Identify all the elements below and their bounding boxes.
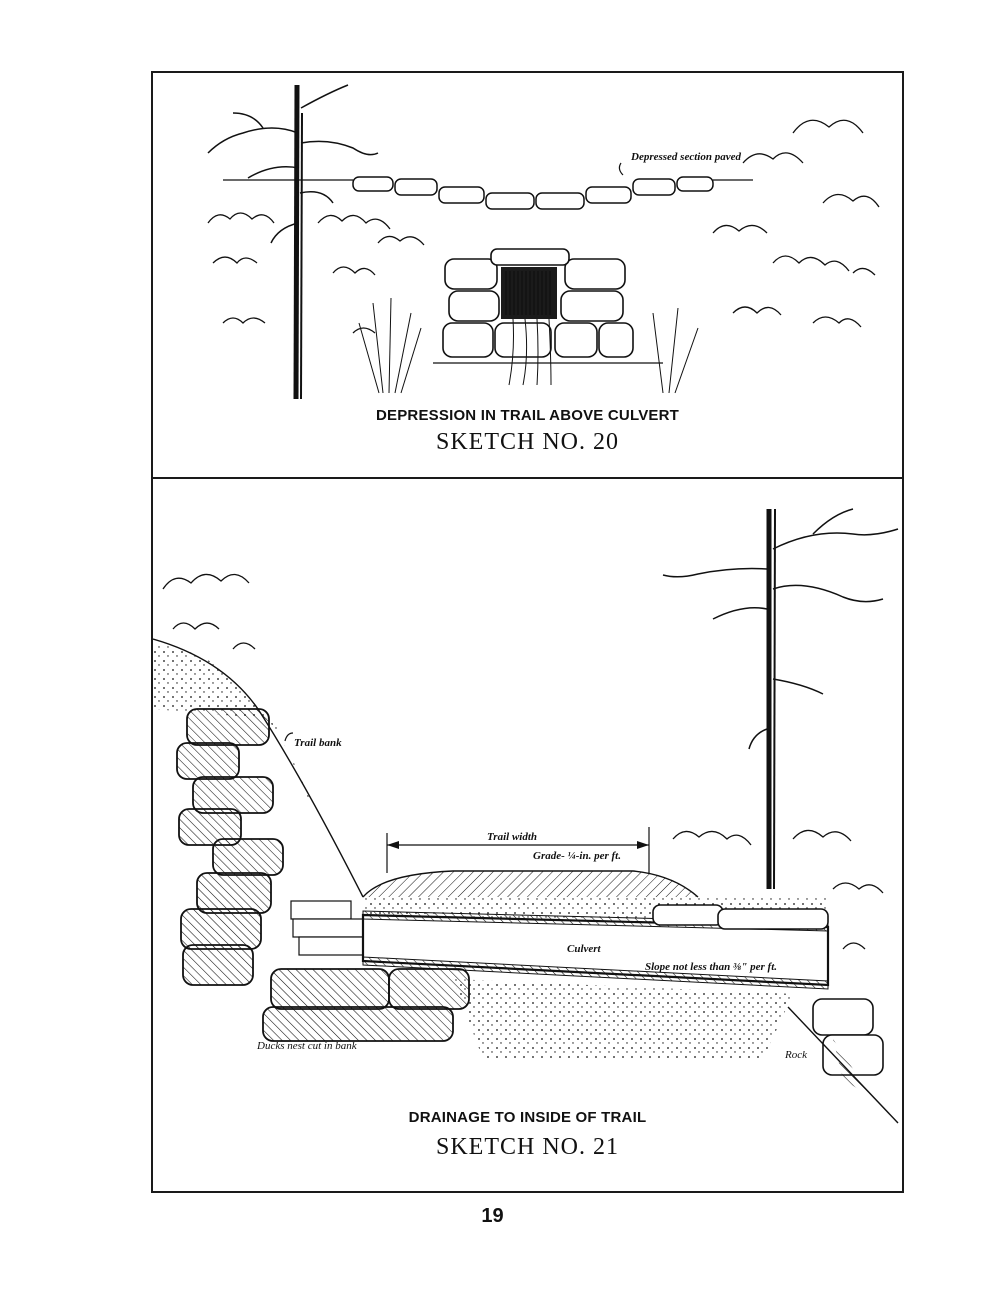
sketch-21-caption: DRAINAGE TO INSIDE OF TRAIL	[408, 1109, 647, 1126]
sketch-20-number: SKETCH NO. 20	[435, 429, 619, 455]
label-slope: Slope not less than ⅜" per ft.	[645, 961, 778, 973]
sketch-21-panel: Trail bank Trail width Grade- ¼-in. per …	[153, 479, 902, 1191]
label-trail-bank: Trail bank	[294, 737, 342, 749]
annotation-depressed-section-paved: Depressed section paved	[631, 151, 741, 163]
label-culvert: Culvert	[567, 943, 601, 955]
label-rock: Rock	[785, 1049, 807, 1061]
panel-divider	[151, 477, 904, 479]
page-number: 19	[481, 1205, 504, 1227]
label-grade: Grade- ¼-in. per ft.	[533, 850, 621, 862]
label-ducks-nest: Ducks nest cut in bank	[257, 1040, 357, 1052]
sketch-20-illustration	[207, 84, 880, 400]
label-trail-width: Trail width	[487, 831, 538, 843]
sketch-20-caption: DEPRESSION IN TRAIL ABOVE CULVERT	[375, 407, 680, 424]
page-frame	[151, 71, 904, 1193]
sketch-20-panel: Depressed section paved DEPRESSION IN TR…	[153, 73, 902, 477]
sketch-21-illustration	[153, 508, 899, 1124]
sketch-21-number: SKETCH NO. 21	[435, 1134, 619, 1160]
